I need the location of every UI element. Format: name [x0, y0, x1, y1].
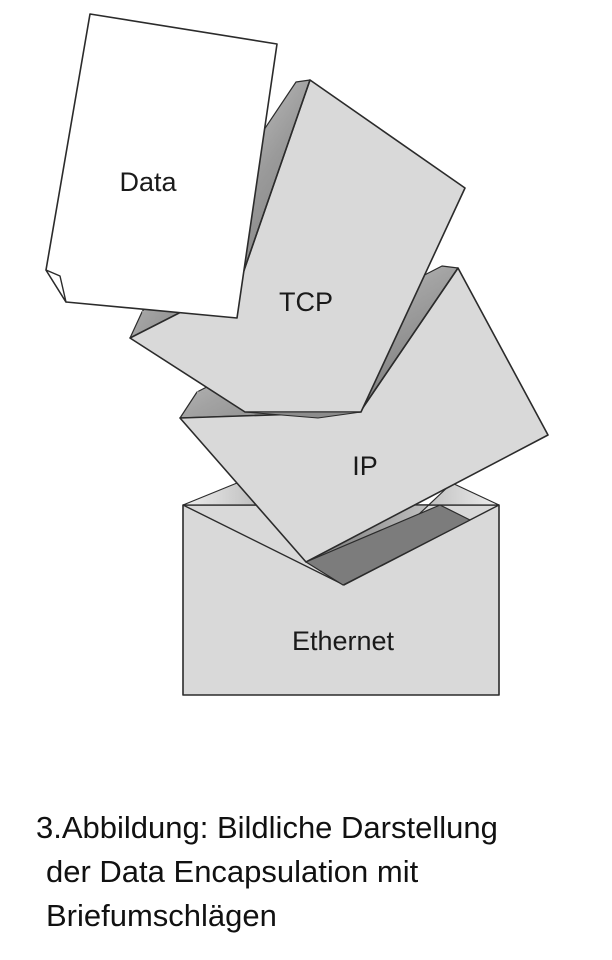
data-sheet-curl: [45, 269, 67, 303]
data-sheet: [45, 13, 278, 319]
label-tcp: TCP: [279, 287, 333, 317]
caption-line-3: Briefumschlägen: [46, 898, 277, 933]
label-data: Data: [119, 167, 177, 197]
encapsulation-diagram: Data TCP IP Ethernet: [45, 13, 549, 696]
ip-envelope-shadow: [305, 504, 471, 586]
label-ethernet: Ethernet: [292, 626, 395, 656]
caption-line-1: 3.Abbildung: Bildliche Darstellung: [36, 810, 498, 845]
caption-line-2: der Data Encapsulation mit: [46, 854, 419, 889]
label-ip: IP: [352, 451, 378, 481]
tcp-envelope-fold: [244, 411, 362, 419]
figure-caption: 3.Abbildung: Bildliche Darstellung der D…: [36, 806, 596, 938]
